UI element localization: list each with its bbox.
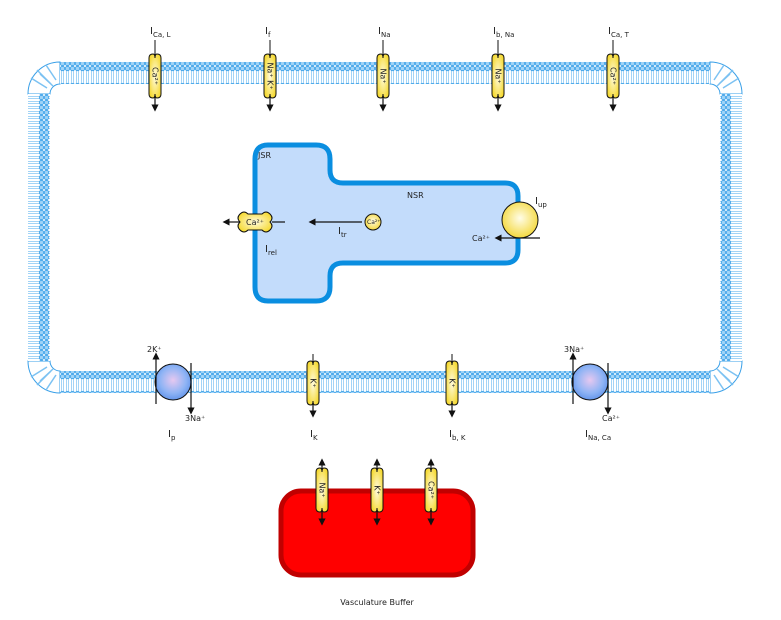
pump-current-label: INa, Ca (585, 429, 611, 442)
nsr-label: NSR (407, 191, 424, 200)
channel-buf-ca: Ca²⁺ (424, 458, 438, 526)
channel-if: Na⁺ K⁺ If (263, 26, 277, 112)
channel-ion-label: Ca²⁺ (151, 67, 160, 85)
pump-body (571, 363, 609, 401)
channel-buf-k: K⁺ (370, 458, 384, 526)
channel-ib-k: K⁺ Ib, K (445, 354, 466, 442)
channel-current-label: Ib, K (449, 429, 466, 442)
channel-body (370, 467, 384, 513)
pump-down-label: Ca²⁺ (602, 414, 620, 423)
bottom-membrane-channels: K⁺ IK K⁺ Ib, K (306, 354, 466, 442)
pump-down-label: 3Na⁺ (185, 414, 205, 423)
membrane-bottom (60, 371, 710, 393)
channel-ina: Na⁺ INa (376, 26, 390, 112)
channel-ion-label: K⁺ (373, 485, 382, 494)
channel-body (606, 53, 620, 99)
pump-ip: 2K⁺ 3Na⁺ Ip (147, 345, 205, 442)
buffer-label: Vasculature Buffer (340, 598, 414, 607)
channel-body (445, 360, 459, 406)
sr-shape (252, 142, 521, 304)
jsr-label: JSR (257, 151, 271, 160)
uptake-ion-label: Ca²⁺ (472, 234, 490, 243)
channel-body (148, 53, 162, 99)
channel-current-label: ICa, L (150, 26, 171, 39)
channel-current-label: ICa, T (608, 26, 630, 39)
channel-current-label: IK (310, 429, 318, 442)
channel-ion-label: K⁺ (448, 378, 457, 387)
vasculature-buffer: Na⁺ K⁺ Ca²⁺ Vasculature Buffer (278, 458, 476, 607)
channel-current-label: INa (378, 26, 390, 39)
channel-ica-l: Ca²⁺ ICa, L (148, 26, 171, 112)
membrane-pumps: 2K⁺ 3Na⁺ Ip 3Na⁺ Ca²⁺ INa, Ca (147, 345, 620, 442)
transfer-flux: Ca²⁺ Itr (308, 213, 382, 239)
transfer-ion-circle (364, 213, 382, 231)
buffer-channels: Na⁺ K⁺ Ca²⁺ (315, 458, 438, 526)
channel-ik: K⁺ IK (306, 354, 320, 442)
channel-current-label: Ib, Na (493, 26, 514, 39)
membrane-corners (27, 61, 743, 394)
channel-ion-label: Na⁺ (494, 68, 503, 83)
channel-body (491, 53, 505, 99)
membrane-left (28, 94, 50, 361)
release-channel: Ca²⁺ Irel (222, 211, 285, 257)
pump-inaca: 3Na⁺ Ca²⁺ INa, Ca (564, 345, 620, 442)
transfer-ion-label: Ca²⁺ (367, 219, 380, 226)
channel-ion-label: Ca²⁺ (609, 67, 618, 85)
transfer-current-label: Itr (338, 226, 347, 239)
channel-body (424, 467, 438, 513)
pump-body (154, 363, 192, 401)
channel-buf-na: Na⁺ (315, 458, 329, 526)
uptake-pump-circle (501, 201, 539, 239)
channel-current-label: If (265, 26, 271, 39)
channel-ion-label: Ca²⁺ (427, 481, 436, 499)
pump-up-label: 3Na⁺ (564, 345, 584, 354)
channel-body (315, 467, 329, 513)
sarcoplasmic-reticulum: JSR NSR Ca²⁺ Irel Ca²⁺ Itr Ca²⁺ Iup (222, 142, 547, 304)
uptake-pump: Ca²⁺ Iup (472, 196, 547, 243)
channel-ion-label: Na⁺ (318, 482, 327, 497)
channel-body (376, 53, 390, 99)
channel-body (263, 53, 277, 99)
channel-ib-na: Na⁺ Ib, Na (491, 26, 514, 112)
membrane-right (720, 94, 742, 361)
channel-ion-label: Na⁺ K⁺ (266, 62, 275, 89)
uptake-current-label: Iup (535, 196, 547, 209)
channel-ion-label: Na⁺ (379, 68, 388, 83)
pump-up-label: 2K⁺ (147, 345, 162, 354)
pump-current-label: Ip (168, 429, 176, 442)
channel-ion-label: K⁺ (309, 378, 318, 387)
channel-ica-t: Ca²⁺ ICa, T (606, 26, 630, 112)
release-ion-label: Ca²⁺ (246, 218, 264, 227)
channel-body (306, 360, 320, 406)
release-current-label: Irel (265, 244, 277, 257)
